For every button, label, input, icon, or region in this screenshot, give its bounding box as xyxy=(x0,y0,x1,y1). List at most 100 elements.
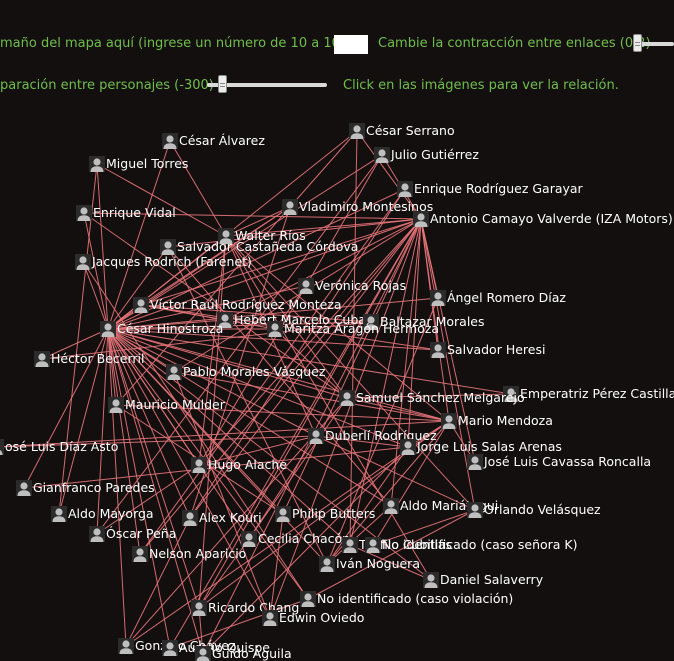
person-icon[interactable] xyxy=(430,342,446,358)
node-cavassa[interactable]: José Luis Cavassa Roncalla xyxy=(467,454,651,470)
node-heresi[interactable]: Salvador Heresi xyxy=(430,342,545,358)
node-rodrich[interactable]: Jacques Rodrich (Farenet) xyxy=(75,254,252,270)
node-aragon[interactable]: Maritza Aragón Hermoza xyxy=(267,321,439,337)
person-icon[interactable] xyxy=(300,591,316,607)
person-icon[interactable] xyxy=(191,457,207,473)
person-icon[interactable] xyxy=(241,531,257,547)
node-mulder[interactable]: Mauricio Mulder xyxy=(108,397,226,413)
node-label: Óscar Peña xyxy=(106,526,176,541)
edge-monteza-morales xyxy=(140,304,372,323)
contraction-label: Cambie la contracción entre enlaces (0.2… xyxy=(378,36,651,51)
node-chacon[interactable]: Cecilia Chacón xyxy=(241,531,350,547)
node-violacion[interactable]: No identificado (caso violación) xyxy=(300,591,513,607)
person-icon[interactable] xyxy=(467,502,483,518)
node-label: César Hinostroza xyxy=(117,321,223,336)
person-icon[interactable] xyxy=(267,321,283,337)
node-salaverry[interactable]: Daniel Salaverry xyxy=(423,572,544,588)
node-gutierrez[interactable]: Julio Gutiérrez xyxy=(374,147,479,163)
person-icon[interactable] xyxy=(162,640,178,656)
node-oviedo[interactable]: Edwin Oviedo xyxy=(262,610,364,626)
node-butters[interactable]: Philip Butters xyxy=(275,506,375,522)
node-rojas[interactable]: Verónica Rojas xyxy=(298,278,406,294)
person-icon[interactable] xyxy=(413,211,429,227)
node-kouri[interactable]: Alex Kouri xyxy=(182,510,262,526)
person-icon[interactable] xyxy=(75,254,91,270)
person-icon[interactable] xyxy=(191,600,207,616)
node-serrano[interactable]: César Serrano xyxy=(349,123,455,139)
node-paredes[interactable]: Gianfranco Paredes xyxy=(16,480,155,496)
person-icon[interactable] xyxy=(162,133,178,149)
node-castilla[interactable]: Emperatriz Pérez Castilla xyxy=(503,386,674,402)
node-mendoza[interactable]: Mario Mendoza xyxy=(441,413,553,429)
person-icon[interactable] xyxy=(342,537,358,553)
person-icon[interactable] xyxy=(349,123,365,139)
edge-montesinos-monteza xyxy=(140,206,291,306)
person-icon[interactable] xyxy=(182,510,198,526)
node-morales[interactable]: Baltazar Morales xyxy=(363,314,485,330)
node-pena[interactable]: Óscar Peña xyxy=(89,526,176,542)
node-velasquez[interactable]: Orlando Velásquez xyxy=(467,502,601,518)
person-icon[interactable] xyxy=(282,199,298,215)
node-pmorales[interactable]: Pablo Morales Vásquez xyxy=(166,364,326,380)
node-cubillas[interactable]: Teófilo Cubillas xyxy=(342,537,452,553)
node-alache[interactable]: Hugo Alache xyxy=(191,457,287,473)
person-icon[interactable] xyxy=(400,439,416,455)
node-salas[interactable]: Jorge Luis Salas Arenas xyxy=(400,439,562,455)
separation-slider-thumb[interactable] xyxy=(218,75,227,93)
person-icon[interactable] xyxy=(51,506,67,522)
person-icon[interactable] xyxy=(89,526,105,542)
node-romero[interactable]: Ángel Romero Díaz xyxy=(430,290,566,306)
node-asto[interactable]: osé Luis Díaz Asto xyxy=(0,439,118,455)
node-camayo[interactable]: Antonio Camayo Valverde (IZA Motors) xyxy=(413,211,673,227)
node-montesinos[interactable]: Vladimiro Montesinos xyxy=(282,199,433,215)
node-senora[interactable]: No identificado (caso señora K) xyxy=(365,537,578,553)
person-icon[interactable] xyxy=(262,610,278,626)
person-icon[interactable] xyxy=(298,278,314,294)
node-noguera[interactable]: Iván Noguera xyxy=(319,556,420,572)
node-monteza[interactable]: Víctor Raúl Rodríguez Monteza xyxy=(133,297,342,313)
person-icon[interactable] xyxy=(132,546,148,562)
person-icon[interactable] xyxy=(275,506,291,522)
contraction-slider[interactable] xyxy=(634,42,674,46)
node-alvarez[interactable]: César Álvarez xyxy=(162,133,265,149)
person-icon[interactable] xyxy=(441,413,457,429)
person-icon[interactable] xyxy=(308,428,324,444)
person-icon[interactable] xyxy=(166,364,182,380)
person-icon[interactable] xyxy=(34,351,50,367)
person-icon[interactable] xyxy=(16,480,32,496)
node-aguila[interactable]: Guido Águila xyxy=(195,646,292,661)
node-sanchez[interactable]: Samuel Sánchez Melgarejo xyxy=(339,390,525,406)
node-rios[interactable]: Walter Ríos xyxy=(218,228,306,244)
node-mayorga[interactable]: Aldo Mayorga xyxy=(51,506,154,522)
person-icon[interactable] xyxy=(423,572,439,588)
node-hinostroza[interactable]: César Hinostroza xyxy=(100,321,223,337)
person-icon[interactable] xyxy=(76,205,92,221)
node-castaneda[interactable]: Salvador Castañeda Córdova xyxy=(160,239,358,255)
person-icon[interactable] xyxy=(108,397,124,413)
person-icon[interactable] xyxy=(100,321,116,337)
person-icon[interactable] xyxy=(430,290,446,306)
contraction-slider-thumb[interactable] xyxy=(633,34,642,52)
separation-slider[interactable] xyxy=(207,83,327,87)
person-icon[interactable] xyxy=(89,156,105,172)
person-icon[interactable] xyxy=(118,638,134,654)
map-size-input[interactable] xyxy=(334,35,368,54)
person-icon[interactable] xyxy=(397,181,413,197)
person-icon[interactable] xyxy=(339,390,355,406)
person-icon[interactable] xyxy=(133,297,149,313)
node-garayar[interactable]: Enrique Rodríguez Garayar xyxy=(397,181,584,197)
node-aparicio[interactable]: Nelson Aparicio xyxy=(132,546,246,562)
person-icon[interactable] xyxy=(160,239,176,255)
person-icon[interactable] xyxy=(319,556,335,572)
person-icon[interactable] xyxy=(374,147,390,163)
edge-alache-pena xyxy=(96,464,200,535)
person-icon[interactable] xyxy=(365,537,381,553)
person-icon[interactable] xyxy=(467,454,483,470)
person-icon[interactable] xyxy=(195,646,211,661)
node-vidal[interactable]: Enrique Vidal xyxy=(76,205,176,221)
person-icon[interactable] xyxy=(383,498,399,514)
person-icon[interactable] xyxy=(0,439,4,455)
edge-hinostroza-salas xyxy=(107,328,409,448)
node-torres[interactable]: Miguel Torres xyxy=(89,156,188,172)
node-becerril[interactable]: Héctor Becerril xyxy=(34,351,144,367)
